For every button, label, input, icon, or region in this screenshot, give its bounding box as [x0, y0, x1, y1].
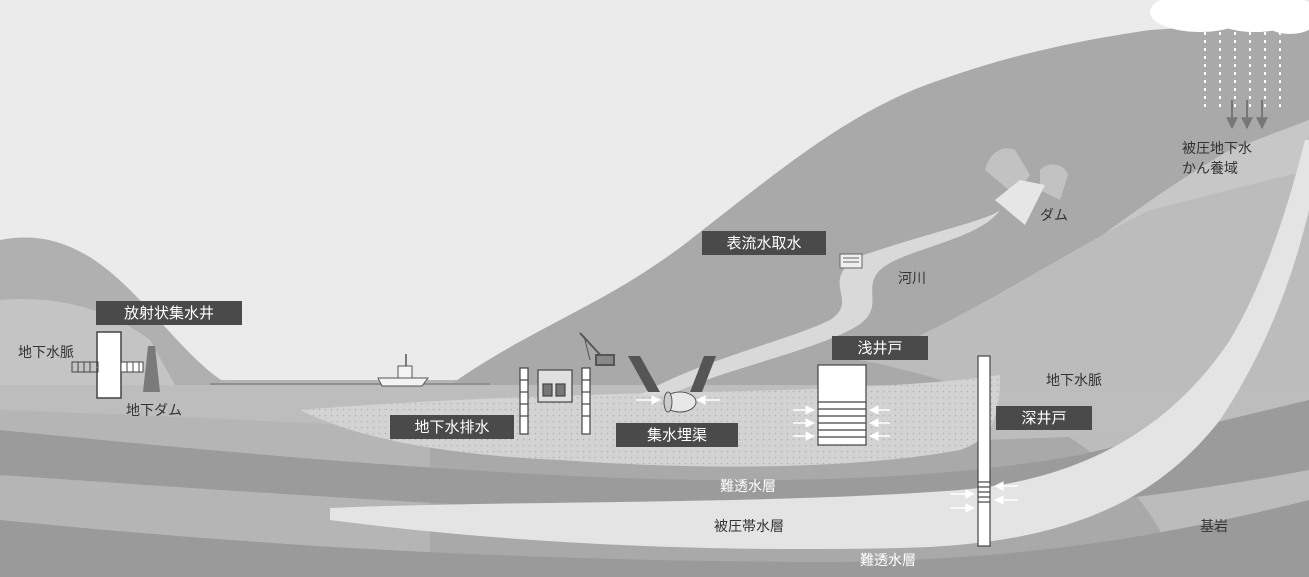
recharge-arrows — [1226, 100, 1268, 130]
dam-icon — [985, 148, 1068, 225]
arrow-icon — [636, 395, 1018, 513]
label-drainage: 地下水排水 — [390, 415, 514, 439]
label-underground-dam: 地下ダム — [126, 403, 182, 419]
label-aquitard-upper: 難透水層 — [720, 479, 776, 495]
radial-collector-well — [71, 331, 144, 399]
intake-icon — [839, 253, 863, 269]
label-shallow-well: 浅井戸 — [832, 336, 928, 360]
rain-icon — [1204, 32, 1281, 110]
label-radial-well: 放射状集水井 — [96, 301, 242, 325]
label-recharge-line1: 被圧地下水 — [1182, 141, 1252, 157]
crane-icon — [579, 332, 615, 366]
confined-aquifer-band — [330, 140, 1309, 550]
label-recharge-line2: かん養域 — [1182, 161, 1238, 177]
label-dam: ダム — [1040, 208, 1068, 224]
aquitard-lower — [0, 500, 1309, 577]
underground-dam-wall — [143, 346, 160, 392]
ship-icon — [377, 354, 429, 387]
label-bedrock: 基岩 — [1200, 519, 1228, 535]
label-vein-right: 地下水脈 — [1046, 373, 1102, 389]
label-vein-left: 地下水脈 — [18, 345, 74, 361]
label-deep-well: 深井戸 — [996, 406, 1092, 430]
collection-trench — [628, 356, 716, 413]
label-collection-channel: 集水埋渠 — [616, 423, 738, 447]
cloud-icon — [1150, 0, 1309, 34]
shallow-well — [817, 364, 867, 446]
river — [640, 210, 1000, 395]
label-river: 河川 — [898, 271, 926, 287]
drainage-structure — [519, 367, 591, 435]
deep-well — [977, 355, 991, 547]
label-surface-intake: 表流水取水 — [702, 231, 826, 255]
pipe-icon — [663, 391, 697, 413]
label-aquitard-lower: 難透水層 — [860, 553, 916, 569]
label-confined-aquifer: 被圧帯水層 — [714, 519, 784, 535]
